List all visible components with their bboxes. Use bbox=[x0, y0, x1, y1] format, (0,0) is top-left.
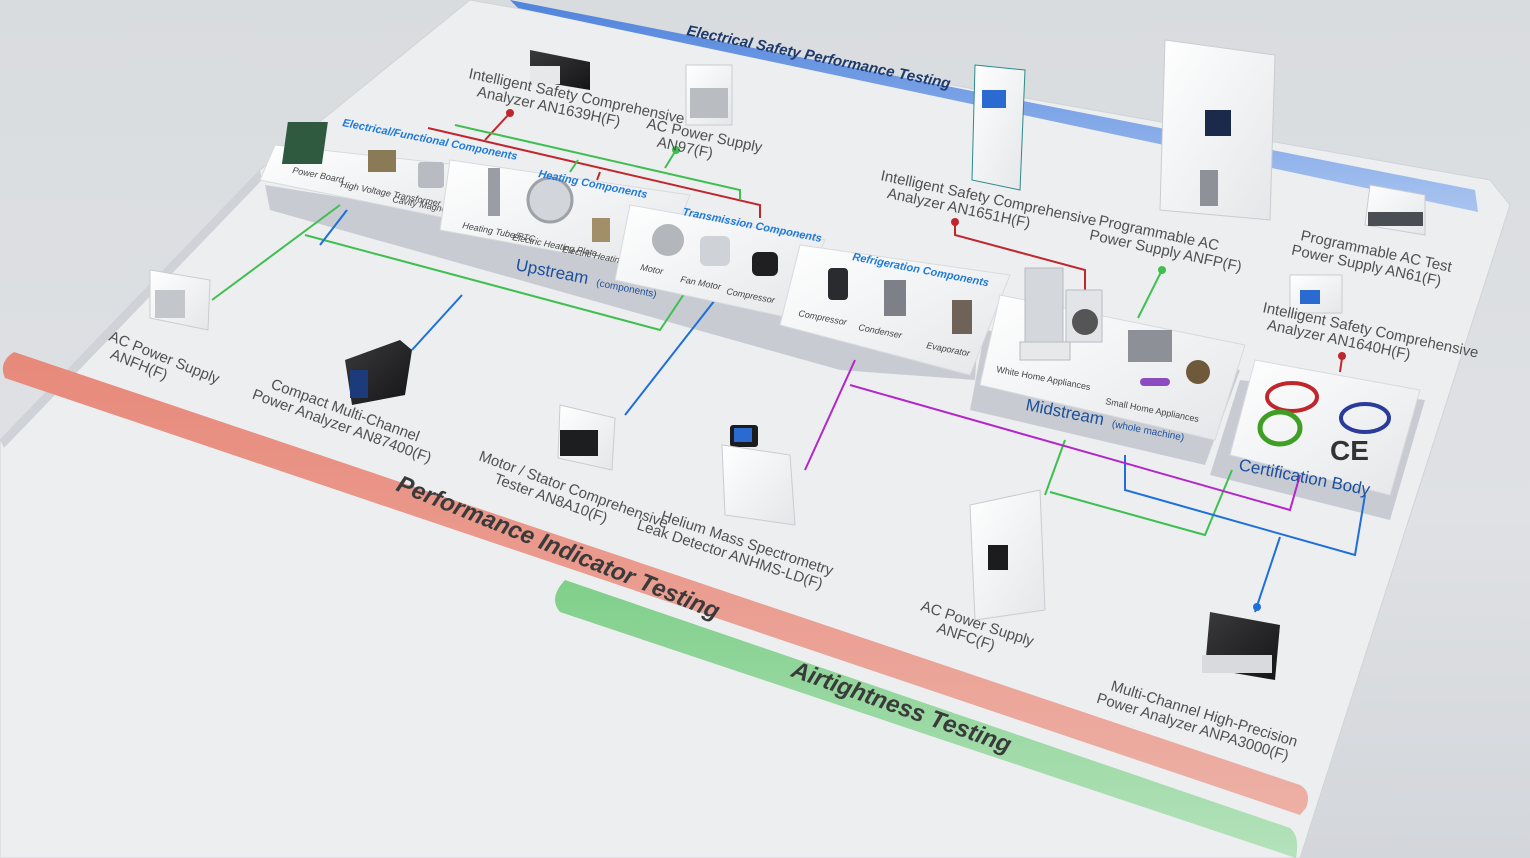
line-purple-anhms bbox=[804, 359, 856, 471]
line-blue-anpa3000 bbox=[1254, 536, 1281, 613]
line-red-an1640 bbox=[1339, 357, 1343, 373]
heating-wire-icon bbox=[592, 218, 610, 242]
oven-icon bbox=[1128, 330, 1172, 362]
upstream-base bbox=[265, 185, 980, 380]
ce-logo-icon: CE bbox=[1330, 435, 1369, 466]
line-green-anfp bbox=[1137, 269, 1163, 319]
midstream-card[interactable]: White Home Appliances Small Home Applian… bbox=[979, 267, 1246, 445]
refrigerator-icon bbox=[1024, 267, 1064, 344]
ccc-logo-icon bbox=[1265, 381, 1319, 413]
compressor-icon bbox=[828, 268, 848, 300]
connection-lines bbox=[211, 109, 1366, 613]
fan-motor-icon bbox=[700, 236, 730, 266]
transformer-icon bbox=[368, 150, 396, 172]
line-green-upstream bbox=[454, 124, 741, 200]
line-red-an1639 bbox=[484, 112, 511, 141]
item-label: Motor bbox=[640, 262, 665, 276]
hair-dryer-icon bbox=[1140, 378, 1170, 386]
compressor-icon bbox=[752, 252, 778, 276]
condenser-icon bbox=[884, 280, 906, 316]
line-red-an1651 bbox=[954, 222, 1086, 300]
line-green-anfc bbox=[1044, 439, 1066, 496]
washer-door-icon bbox=[1072, 309, 1098, 335]
evaporator-icon bbox=[952, 300, 972, 334]
vacuum-icon bbox=[1186, 360, 1210, 384]
power-board-icon bbox=[281, 122, 328, 164]
certification-card[interactable]: CE Certification Body bbox=[1229, 359, 1421, 499]
air-conditioner-icon bbox=[1019, 341, 1071, 361]
magnetron-icon bbox=[418, 162, 444, 188]
heating-tube-icon bbox=[488, 168, 500, 216]
motor-icon bbox=[652, 224, 684, 256]
heating-plate-icon bbox=[526, 176, 574, 224]
line-green-anfh bbox=[211, 204, 341, 301]
ctc-logo-icon bbox=[1257, 409, 1303, 447]
cqc-logo-icon bbox=[1339, 402, 1391, 434]
line-blue-an8a10 bbox=[624, 299, 716, 416]
line-blue-an87400 bbox=[411, 294, 463, 351]
line-red-upstream bbox=[427, 127, 761, 218]
